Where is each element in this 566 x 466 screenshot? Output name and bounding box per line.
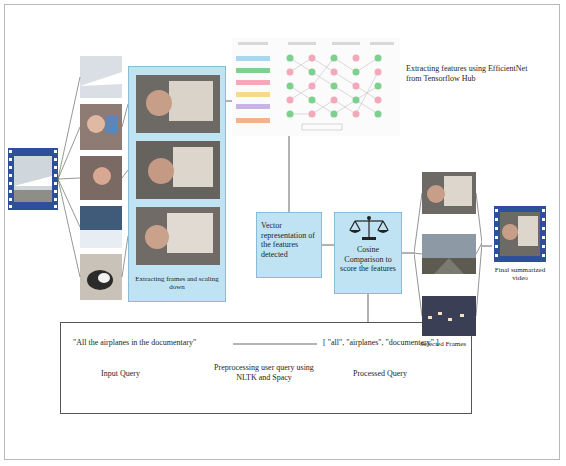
node-text: Vector representation of the features de… — [261, 221, 317, 259]
connector — [482, 246, 492, 247]
connector — [322, 245, 334, 246]
summarized-video: Final summarized video — [492, 204, 548, 288]
efficientnet-diagram — [232, 38, 400, 136]
node-text: Extracting features using EfficientNet f… — [406, 64, 542, 83]
input-video-strip — [8, 148, 58, 210]
selected-frames: Selected Frames — [414, 166, 482, 356]
frame-thumbnails — [80, 56, 122, 300]
frames-panel: Extracting frames and scaling down — [128, 66, 226, 302]
node-text: "All the airplanes in the documentary" — [73, 338, 231, 348]
connector — [402, 253, 414, 254]
scale-icon — [335, 213, 403, 243]
frame-leader-lines — [58, 77, 128, 277]
node-text: Extracting frames and scaling down — [133, 275, 221, 292]
process-box: Vector representation of the features de… — [256, 212, 322, 278]
connector — [368, 294, 369, 322]
query-panel: "All the airplanes in the documentary" In… — [60, 322, 472, 414]
node-text: Final summarized video — [492, 266, 548, 283]
feature-extractor: Extracting features using EfficientNet f… — [232, 38, 548, 136]
node-text: Cosine Comparison to score the features — [339, 245, 397, 274]
summarized-video-strip — [492, 204, 548, 264]
node-text: Selected Frames — [420, 340, 480, 348]
node-text: Preprocessing user query using NLTK and … — [211, 363, 317, 382]
connector — [289, 136, 290, 212]
node-text: Input Query — [101, 369, 191, 379]
scaled-frames — [129, 67, 227, 277]
node-text: Processed Query — [353, 369, 453, 379]
selected-frame-images — [414, 166, 482, 338]
connector — [226, 101, 232, 102]
process-box: Cosine Comparison to score the features — [334, 212, 402, 294]
